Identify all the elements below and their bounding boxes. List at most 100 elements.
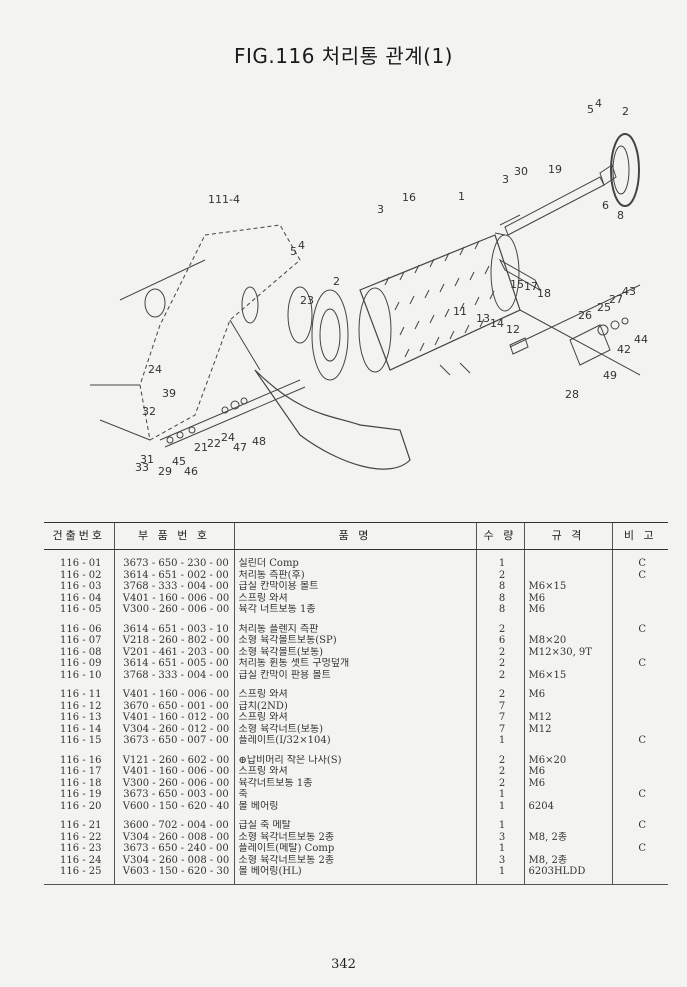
drawing-no-cell: 116 - 21: [59, 820, 102, 831]
quantity-cell: 1: [475, 866, 524, 885]
spec-cell: [523, 843, 612, 855]
remarks-cell: [611, 766, 668, 778]
part-no-cell: V600 - 150 - 620 - 40: [113, 800, 234, 812]
remarks-cell: C: [611, 820, 668, 832]
quantity-cell: 8: [475, 592, 524, 604]
col-header-spec: 규 격: [523, 522, 612, 550]
part-name-cell: 육각 너트보통 1종: [233, 604, 476, 616]
part-no-cell: 3614 - 651 - 002 - 00: [113, 569, 234, 581]
drawing-no-cell: 116 - 10: [59, 669, 102, 681]
callout-label: 5: [290, 245, 297, 258]
callout-label: 2: [622, 105, 629, 118]
part-name-cell: 볼 베어링(HL): [233, 866, 476, 885]
part-name-cell: 스프링 와셔: [233, 712, 476, 724]
exploded-parts-diagram: 5 4 2 30 19 3 6 8 111-4 3 16 1 5 4 2 23 …: [90, 97, 648, 478]
col-header-part-no: 부 품 번 호: [113, 522, 234, 550]
spec-cell: [523, 558, 612, 570]
part-name-cell: 축: [233, 789, 476, 801]
callout-label: 14: [490, 317, 504, 330]
part-name-cell: 플레이트(메탈) Comp: [233, 843, 476, 855]
remarks-cell: C: [611, 658, 668, 670]
spec-cell: M6: [523, 766, 612, 778]
part-no-cell: V304 - 260 - 008 - 00: [113, 831, 234, 843]
quantity-cell: 1: [475, 558, 524, 570]
part-no-cell: 3673 - 650 - 240 - 00: [113, 843, 234, 855]
spec-cell: M6: [523, 604, 612, 616]
group-spacer: [44, 746, 668, 755]
quantity-cell: 8: [475, 581, 524, 593]
callout-label: 8: [617, 209, 624, 222]
group-spacer: [44, 812, 668, 820]
drawing-no-cell: 116 - 19: [59, 789, 102, 800]
callout-label: 42: [617, 343, 631, 356]
callout-label: 24: [221, 431, 235, 444]
callout-label: 6: [602, 199, 609, 212]
quantity-cell: 2: [475, 669, 524, 681]
part-name-cell: 소형 육각너트(보통): [233, 723, 476, 735]
drawing-no-cell: 116 - 06: [59, 623, 102, 635]
quantity-cell: 1: [475, 735, 524, 747]
drawing-no-cell: 116 - 07: [59, 635, 102, 646]
quantity-cell: 6: [475, 635, 524, 647]
drawing-no-cell: 116 - 16: [59, 754, 102, 766]
spec-cell: M6×15: [523, 581, 612, 593]
drawing-no-cell: 116 - 14: [59, 723, 102, 735]
callout-label: 25: [597, 301, 611, 314]
part-no-cell: V401 - 160 - 006 - 00: [113, 689, 234, 701]
spec-cell: [523, 789, 612, 801]
drawing-no-cell: 116 - 03: [59, 581, 102, 592]
drawing-no-cell: 116 - 15: [59, 735, 102, 746]
col-header-quantity: 수 량: [475, 522, 524, 550]
part-name-cell: 스프링 와셔: [233, 592, 476, 604]
part-name-cell: ⊕납비머리 작은 나사(S): [233, 754, 476, 766]
remarks-cell: C: [611, 843, 668, 855]
remarks-cell: [611, 754, 668, 766]
part-name-cell: 스프링 와셔: [233, 689, 476, 701]
spec-cell: M8, 2종: [523, 831, 612, 843]
remarks-cell: [611, 854, 668, 866]
callout-label: 19: [548, 163, 562, 176]
spec-cell: M6: [523, 689, 612, 701]
drawing-no-cell: 116 - 13: [59, 712, 102, 723]
remarks-cell: [611, 831, 668, 843]
part-no-cell: V304 - 260 - 012 - 00: [113, 723, 234, 735]
spec-cell: M6×15: [523, 669, 612, 681]
part-no-cell: 3673 - 650 - 007 - 00: [113, 735, 234, 747]
quantity-cell: 2: [475, 569, 524, 581]
part-no-cell: V201 - 461 - 203 - 00: [113, 646, 234, 658]
part-no-cell: 3670 - 650 - 001 - 00: [113, 700, 234, 712]
spec-cell: [523, 569, 612, 581]
drawing-no-cell: 116 - 01: [59, 558, 102, 569]
part-name-cell: 소형 육각너트보통 2종: [233, 831, 476, 843]
page-number: 342: [331, 957, 356, 972]
spec-cell: M12×30, 9T: [523, 646, 612, 658]
spec-cell: 6204: [523, 800, 612, 812]
callout-label: 11: [453, 305, 467, 318]
callout-label: 49: [603, 369, 617, 382]
callout-label: 2: [333, 275, 340, 288]
remarks-cell: C: [611, 623, 668, 635]
chute-shape: [254, 369, 411, 470]
spec-cell: M6: [523, 592, 612, 604]
quantity-cell: 7: [475, 700, 524, 712]
callout-label: 12: [506, 323, 520, 336]
quantity-cell: 2: [475, 658, 524, 670]
remarks-cell: [611, 646, 668, 658]
callout-label: 26: [578, 309, 592, 322]
callout-label: 30: [514, 165, 528, 178]
remarks-cell: [611, 700, 668, 712]
callout-label: 29: [158, 465, 172, 478]
